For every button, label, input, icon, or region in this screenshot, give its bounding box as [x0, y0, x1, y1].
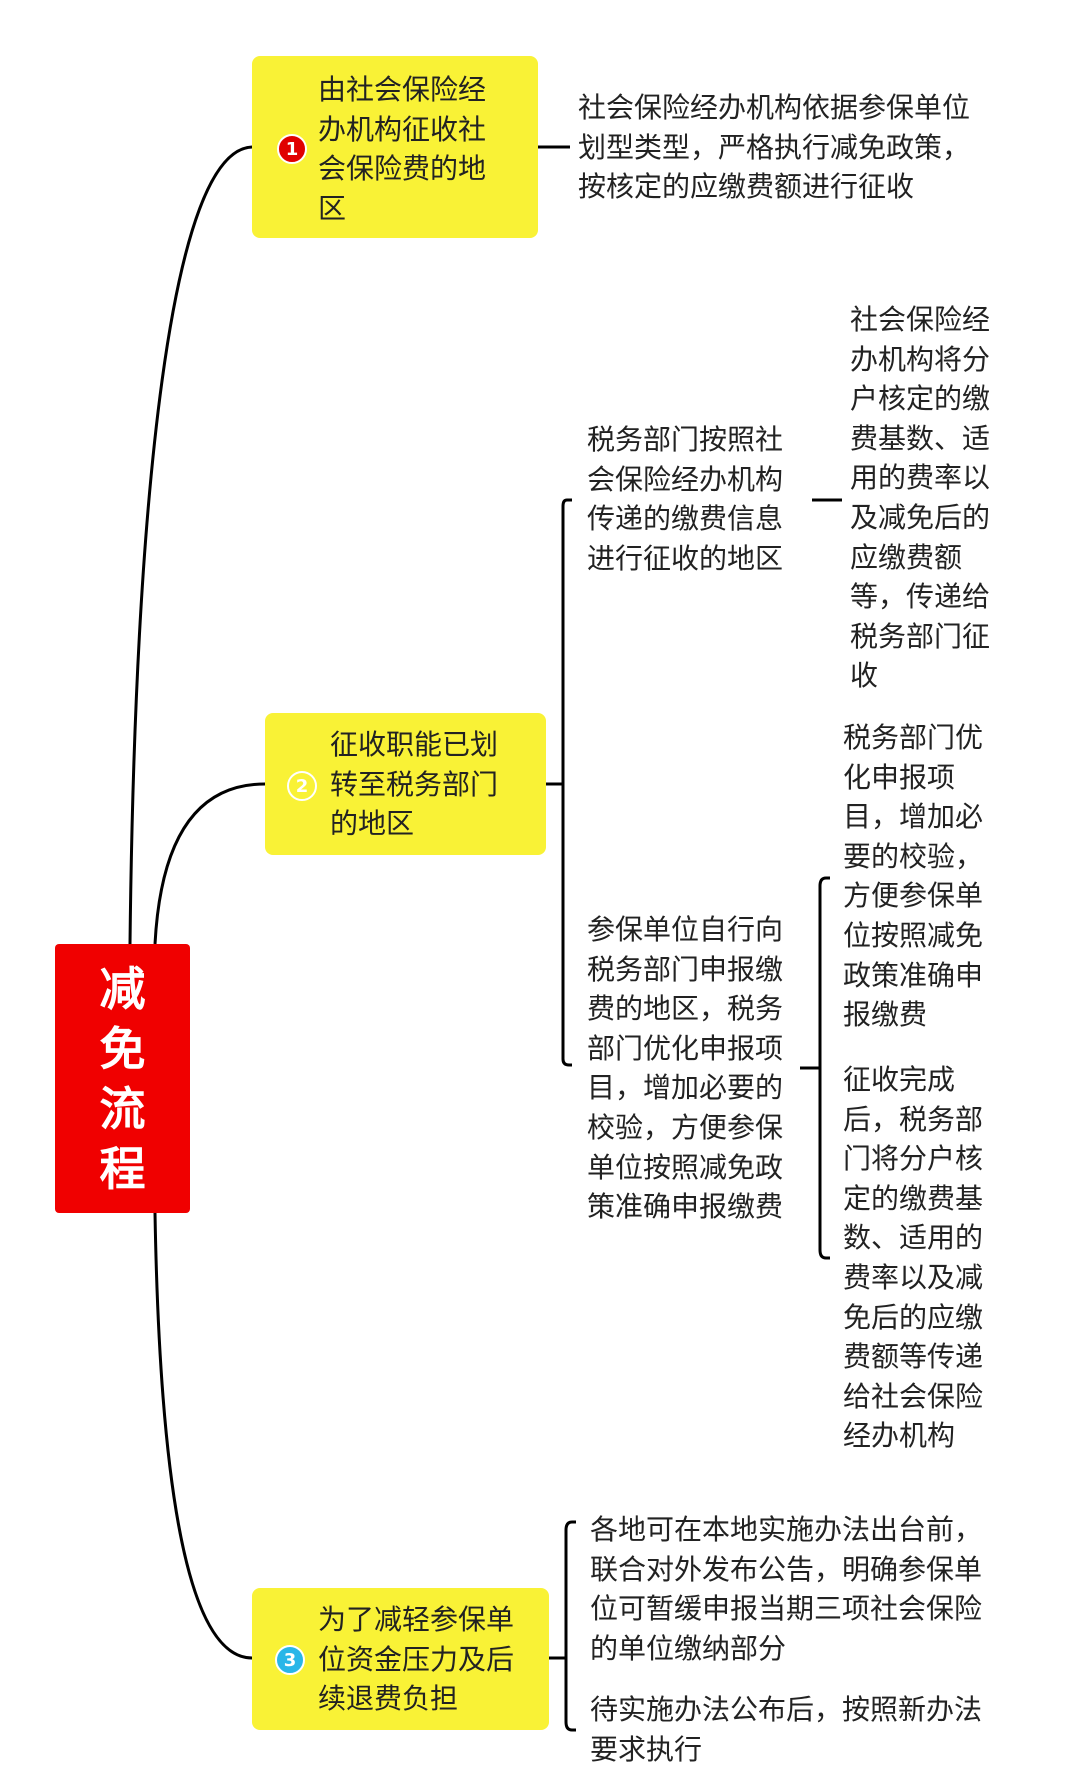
text-line: 参保单位自行向	[587, 913, 784, 946]
text-line: 费基数、适	[850, 421, 991, 455]
text-line: 费额等传递	[843, 1340, 984, 1374]
branch-1-title: 由社会保险经办机构征收社会保险费的地区	[318, 70, 486, 228]
text-line: 征收完成	[843, 1063, 956, 1096]
branch-2-title: 征收职能已划转至税务部门的地区	[330, 725, 498, 844]
branch-2-child-b-detail-1: 税务部门优化申报项目，增加必要的校验， 方便参保单位按照减免政策准确申报缴费	[843, 718, 983, 1035]
link-branch2-bracket	[546, 498, 572, 1067]
text-line: 费率以及减	[843, 1260, 984, 1294]
text-line: 办机构征收社	[318, 112, 487, 146]
text-line: 政策准确申	[843, 958, 984, 992]
text-line: 门将分户核	[843, 1142, 984, 1176]
text-line: 征收职能已划	[330, 728, 499, 761]
branch-3-title: 为了减轻参保单位资金压力及后续退费负担	[318, 1600, 514, 1719]
text-line: 会保险经办机构	[587, 462, 784, 496]
root-label-char: 流	[99, 1081, 146, 1136]
text-line: 转至税务部门	[330, 767, 499, 801]
text-line: 位可暂缓申报当期三项社会保险	[590, 1592, 983, 1626]
text-line: 目，增加必要的	[587, 1071, 784, 1105]
branch-2-child-a-detail: 社会保险经办机构将分户核定的缴费基数、适用的费率以及减免后的应缴费额等，传递给税…	[850, 300, 990, 696]
text-line: 目，增加必	[843, 800, 984, 834]
root-label-char: 程	[99, 1141, 146, 1196]
number-1-icon: 1	[277, 134, 307, 164]
text-line: 各地可在本地实施办法出台前，	[590, 1513, 983, 1546]
branch-1-child: 社会保险经办机构依据参保单位划型类型，严格执行减免政策， 按核定的应缴费额进行征收	[578, 88, 970, 207]
link-root-branch2	[153, 782, 266, 945]
text-line: 位按照减免	[843, 918, 984, 952]
text-line: 应缴费额	[850, 540, 963, 574]
text-line: 税务部门征	[850, 619, 991, 653]
text-line: 用的费率以	[850, 461, 991, 495]
text-line: 联合对外发布公告，明确参保单	[590, 1552, 983, 1586]
text-line: 定的缴费基	[843, 1181, 984, 1215]
text-line: 位资金压力及后	[318, 1642, 515, 1676]
text-line: 进行征收的地区	[587, 541, 784, 575]
text-line: 由社会保险经	[318, 73, 487, 106]
text-line: 的单位缴纳部分	[590, 1631, 787, 1665]
link-branch3-bracket	[549, 1520, 576, 1732]
text-line: 社会保险经	[850, 303, 991, 336]
text-line: 及减免后的	[850, 500, 991, 534]
text-line: 部门优化申报项	[587, 1031, 784, 1065]
text-line: 会保险费的地	[318, 152, 487, 186]
link-root-branch1	[128, 145, 253, 945]
text-line: 化申报项	[843, 760, 956, 794]
text-line: 要求执行	[590, 1732, 703, 1766]
number-2-icon: 2	[287, 771, 317, 801]
text-line: 数、适用的	[843, 1221, 984, 1255]
link-root-branch3	[153, 1212, 253, 1660]
text-line: 户核定的缴	[850, 382, 991, 416]
link-childB-bracket	[800, 876, 830, 1260]
root-label-char: 减	[99, 961, 146, 1016]
text-line: 免后的应缴	[843, 1300, 984, 1334]
text-line: 策准确申报缴费	[587, 1190, 784, 1224]
text-line: 税务部门申报缴	[587, 952, 784, 986]
text-line: 要的校验，	[843, 839, 984, 873]
text-line: 方便参保单	[843, 879, 984, 913]
text-line: 区	[318, 191, 347, 225]
number-3-icon: 3	[275, 1645, 305, 1675]
text-line: 传递的缴费信息	[587, 502, 784, 536]
branch-2-child-b-detail-2: 征收完成后，税务部门将分户核定的缴费基数、适用的费率以及减免后的应缴费额等传递给…	[843, 1060, 983, 1456]
branch-3-child-2: 待实施办法公布后，按照新办法要求执行	[590, 1690, 982, 1769]
text-line: 收	[850, 659, 879, 693]
text-line: 给社会保险	[843, 1379, 984, 1413]
text-line: 税务部门优	[843, 721, 984, 754]
text-line: 单位按照减免政	[587, 1150, 784, 1184]
text-line: 的地区	[330, 807, 415, 841]
text-line: 经办机构	[843, 1419, 956, 1453]
text-line: 续退费负担	[318, 1682, 459, 1716]
text-line: 按核定的应缴费额进行征收	[578, 170, 915, 204]
text-line: 办机构将分	[850, 342, 991, 376]
text-line: 报缴费	[843, 998, 928, 1032]
text-line: 为了减轻参保单	[318, 1603, 515, 1636]
branch-2-child-a: 税务部门按照社会保险经办机构传递的缴费信息进行征收的地区	[587, 420, 783, 578]
text-line: 后，税务部	[843, 1102, 984, 1136]
text-line: 社会保险经办机构依据参保单位	[578, 91, 971, 124]
text-line: 税务部门按照社	[587, 423, 784, 456]
text-line: 校验，方便参保	[587, 1110, 784, 1144]
text-line: 划型类型，严格执行减免政策，	[578, 130, 971, 164]
root-label-char: 免	[99, 1021, 146, 1076]
text-line: 费的地区，税务	[587, 992, 784, 1026]
root-node[interactable]: 减 免 流 程	[55, 944, 190, 1213]
branch-3-child-1: 各地可在本地实施办法出台前， 联合对外发布公告，明确参保单位可暂缓申报当期三项社会…	[590, 1510, 982, 1668]
text-line: 待实施办法公布后，按照新办法	[590, 1693, 983, 1726]
branch-2-child-b: 参保单位自行向税务部门申报缴费的地区，税务部门优化申报项目，增加必要的校验，方便…	[587, 910, 783, 1227]
text-line: 等，传递给	[850, 580, 991, 614]
